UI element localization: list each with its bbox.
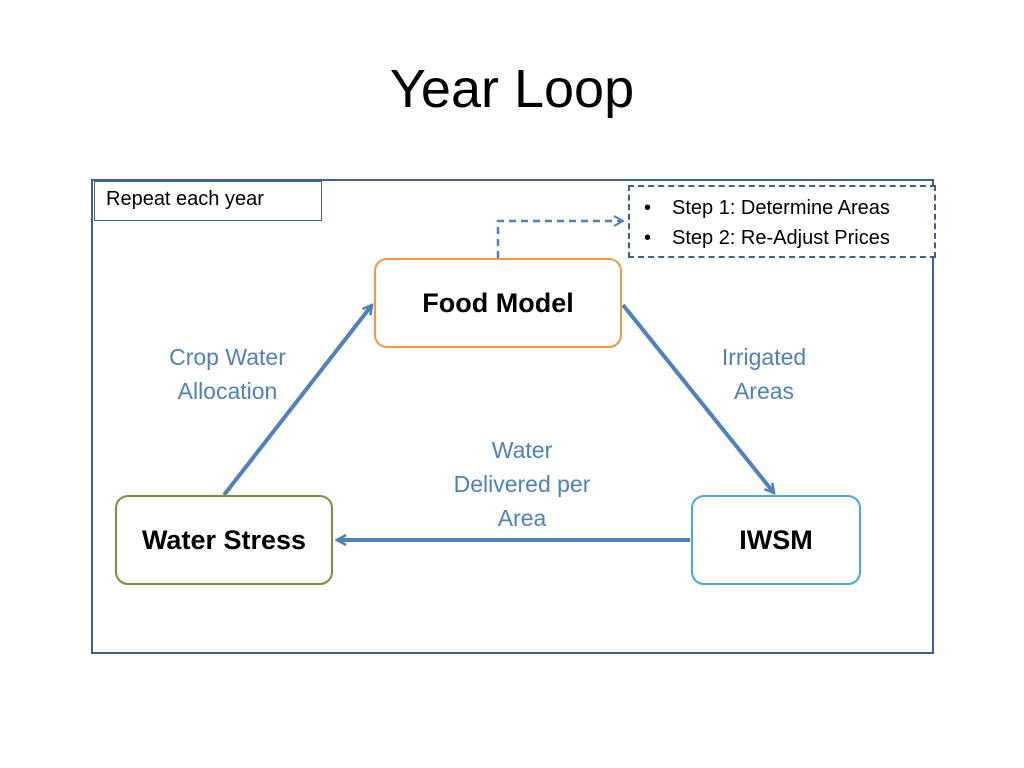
crop-water-allocation-label: Crop Water Allocation — [169, 344, 286, 404]
step-text: Step 1: Determine Areas — [672, 197, 890, 219]
irrigated-areas-label: Irrigated Areas — [721, 344, 807, 404]
repeat-each-year-label: Repeat each year — [94, 181, 322, 221]
loop-frame — [91, 179, 934, 654]
step-item: • Step 1: Determine Areas — [644, 193, 934, 223]
water-stress-node: Water Stress — [115, 495, 333, 585]
bullet-icon: • — [644, 227, 652, 249]
slide-title: Year Loop — [389, 59, 635, 119]
crop-water-allocation-arrow — [222, 305, 372, 497]
steps-box: • Step 1: Determine Areas • Step 2: Re-Adj… — [628, 185, 936, 258]
step-text: Step 2: Re-Adjust Prices — [672, 227, 890, 249]
food-model-to-steps-connector — [496, 221, 623, 258]
food-model-node: Food Model — [374, 258, 622, 348]
step-item: • Step 2: Re-Adjust Prices — [644, 223, 934, 253]
water-delivered-per-area-label: Water Delivered per Area — [453, 437, 591, 531]
irrigated-areas-arrow — [621, 303, 774, 493]
iwsm-node: IWSM — [691, 495, 861, 585]
bullet-icon: • — [644, 197, 652, 219]
